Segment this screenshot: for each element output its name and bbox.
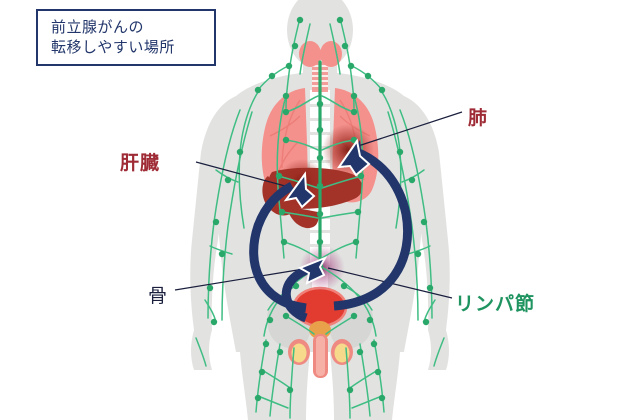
label-bone: 骨 <box>148 286 169 307</box>
title-line-2: 転移しやすい場所 <box>51 38 175 56</box>
arrow-to-lung-path <box>333 147 413 311</box>
liver-leader-line <box>195 161 301 191</box>
label-lung: 肺 <box>468 108 489 129</box>
label-lymph-node: リンパ節 <box>455 294 536 315</box>
title-line-1: 前立腺がんの <box>51 18 145 36</box>
arrow-to-liver-path <box>249 181 307 313</box>
lung-leader-line <box>351 111 463 149</box>
metastasis-arrowheads <box>283 138 371 285</box>
label-liver: 肝臓 <box>120 153 161 174</box>
penis <box>313 334 328 378</box>
title-box: 前立腺がんの 転移しやすい場所 <box>36 9 216 66</box>
metastasis-lung <box>322 124 374 176</box>
